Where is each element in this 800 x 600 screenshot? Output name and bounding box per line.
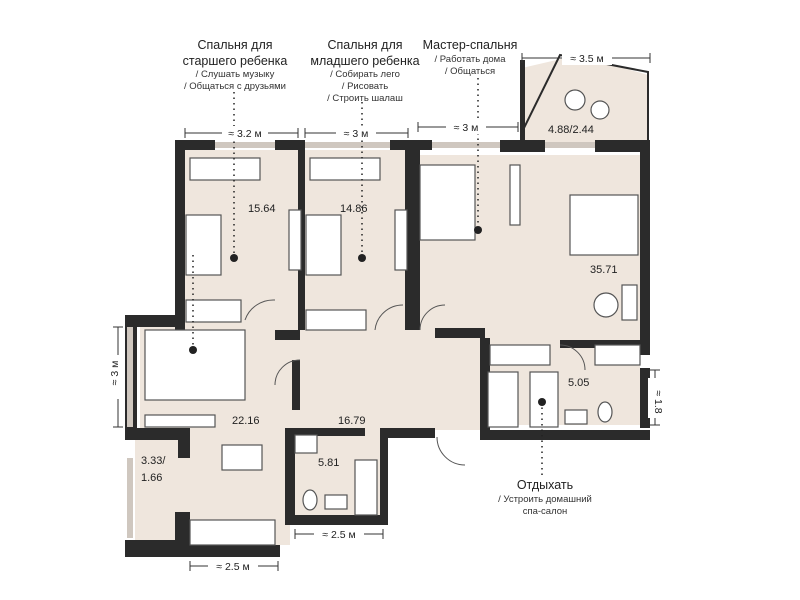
- dim-living-height: ≈ 3 м: [109, 361, 121, 386]
- bed-older: [185, 214, 222, 276]
- windows: [127, 142, 595, 538]
- callout-item: спа-салон: [522, 505, 568, 517]
- dim-kitchen-width: ≈ 2.5 м: [216, 561, 249, 573]
- shelf-master: [509, 164, 521, 226]
- dim-bath-right-height: ≈ 1.8: [652, 390, 664, 413]
- area-labels: 15.64 14.86 35.71 4.88/2.44 22.16 16.79 …: [141, 124, 618, 484]
- dim-older-width: ≈ 3.2 м: [228, 128, 261, 140]
- dim-master-width: ≈ 3 м: [454, 122, 479, 134]
- shelf-right: [487, 371, 519, 428]
- desk-older: [189, 157, 261, 181]
- walls: [125, 60, 650, 557]
- wardrobe-older-side: [288, 209, 302, 271]
- doors: [244, 299, 586, 466]
- callout-item: / Строить шалаш: [327, 93, 403, 104]
- balcony-chair: [590, 100, 610, 120]
- callout-master-bedroom: Мастер-спальня / Работать дома / Общатьс…: [410, 38, 530, 77]
- kitchen-counter: [189, 519, 276, 546]
- callout-item: / Работать дома: [434, 53, 506, 65]
- area-younger-bedroom: 14.86: [340, 203, 368, 215]
- callout-item: / Общаться: [444, 65, 496, 77]
- dim-younger-width: ≈ 3 м: [344, 128, 369, 140]
- area-loggia-line2: 1.66: [141, 472, 162, 484]
- callout-title: Отдыхать: [516, 478, 574, 492]
- bathtub-left: [354, 459, 378, 516]
- balcony-table: [564, 89, 586, 111]
- callout-item: / Устроить домашний: [498, 493, 592, 505]
- callout-title-line1: Спальня для: [327, 38, 403, 52]
- callout-title-line2: младшего ребенка: [310, 53, 420, 68]
- dimension-labels: ≈ 3.2 м ≈ 3 м ≈ 3 м ≈ 3.5 м ≈ 3 м ≈ 1.8 …: [109, 51, 664, 573]
- callout-item: / Рисовать: [341, 81, 389, 93]
- bed-younger: [305, 214, 342, 276]
- chair-master: [593, 292, 619, 318]
- desk-master: [621, 284, 638, 321]
- callout-relax: Отдыхать / Устроить домашний спа-салон: [480, 478, 610, 517]
- toilet-left: [302, 489, 318, 511]
- desk-younger: [309, 157, 381, 181]
- area-bath-right: 5.05: [568, 377, 589, 389]
- wardrobe-older: [185, 299, 242, 323]
- callout-item: / Собирать лего: [330, 69, 400, 81]
- washer: [294, 434, 318, 454]
- callout-title-line1: Спальня для: [197, 38, 273, 52]
- callout-title-line2: старшего ребенка: [182, 53, 288, 68]
- area-balcony: 4.88/2.44: [548, 124, 594, 136]
- area-living: 22.16: [232, 415, 260, 427]
- furniture: [144, 89, 641, 546]
- callout-younger-bedroom: Спальня для младшего ребенка / Собирать …: [295, 38, 435, 105]
- sofa-living: [144, 329, 246, 401]
- area-bath-left: 5.81: [318, 457, 339, 469]
- callout-older-bedroom: Спальня для старшего ребенка / Слушать м…: [165, 38, 305, 93]
- wardrobe-younger-side: [394, 209, 408, 271]
- wardrobe-master-2: [594, 344, 641, 366]
- dining-table: [221, 444, 263, 471]
- callout-dots: [189, 226, 546, 406]
- sofa-master: [419, 164, 476, 241]
- callout-lines: [192, 78, 543, 475]
- area-master-bedroom: 35.71: [590, 264, 618, 276]
- callout-item: / Общаться с друзьями: [184, 81, 286, 93]
- area-older-bedroom: 15.64: [248, 203, 276, 215]
- toilet-right: [597, 401, 613, 423]
- area-loggia-line1: 3.33/: [141, 455, 166, 467]
- sink-left: [324, 494, 348, 510]
- area-hall: 16.79: [338, 415, 366, 427]
- bed-master: [569, 194, 639, 256]
- dim-balcony-width: ≈ 3.5 м: [570, 53, 603, 65]
- wardrobe-master-1: [489, 344, 551, 366]
- dim-bath-left-width: ≈ 2.5 м: [322, 529, 355, 541]
- wardrobe-younger: [305, 309, 367, 331]
- sink-right: [564, 409, 588, 425]
- callout-item: / Слушать музыку: [195, 69, 275, 81]
- tv-unit: [144, 414, 216, 428]
- callout-title: Мастер-спальня: [422, 38, 518, 52]
